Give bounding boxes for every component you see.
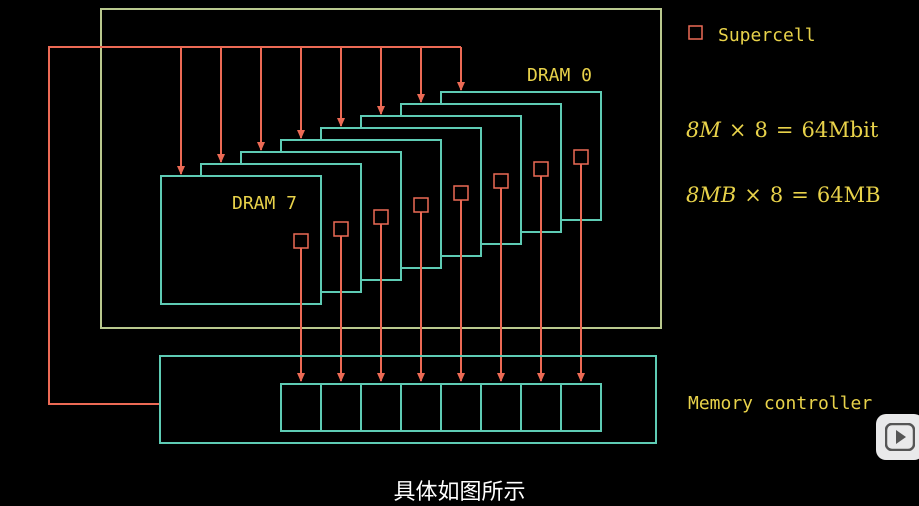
play-icon: [885, 423, 915, 451]
memory-controller-box: [159, 355, 657, 444]
supercell-3: [453, 185, 469, 201]
dram-7-label: DRAM 7: [232, 193, 297, 214]
supercell-1: [533, 161, 549, 177]
supercell-7: [293, 233, 309, 249]
equation-bits: 8M×8=64Mbit: [686, 118, 879, 142]
address-arrows: [177, 47, 465, 175]
equation-bytes: 8MB×8=64MB: [686, 183, 881, 207]
buffer-cell-7: [560, 383, 602, 432]
buffer-cell-3: [400, 383, 442, 432]
memory-controller-label: Memory controller: [688, 393, 872, 414]
dram-stack: [160, 91, 602, 305]
buffer-cell-2: [360, 383, 402, 432]
supercell-legend-icon: [688, 25, 703, 40]
supercell-4: [413, 197, 429, 213]
supercell-6: [333, 221, 349, 237]
buffer-cell-6: [520, 383, 562, 432]
play-button[interactable]: [876, 414, 919, 460]
video-subtitle: 具体如图所示: [393, 480, 526, 505]
buffer-cell-5: [480, 383, 522, 432]
supercell-legend-label: Supercell: [718, 25, 816, 46]
controller-buffer: [280, 383, 602, 432]
supercell-2: [493, 173, 509, 189]
buffer-cell-0: [280, 383, 322, 432]
controller-address-line: [48, 46, 461, 405]
supercell-0: [573, 149, 589, 165]
buffer-cell-1: [320, 383, 362, 432]
dram-0-label: DRAM 0: [527, 65, 592, 86]
eq1-lhs: 8M: [686, 118, 721, 142]
eq2-lhs: 8MB: [686, 183, 736, 207]
buffer-cell-4: [440, 383, 482, 432]
data-arrows: [297, 164, 585, 382]
supercell-5: [373, 209, 389, 225]
